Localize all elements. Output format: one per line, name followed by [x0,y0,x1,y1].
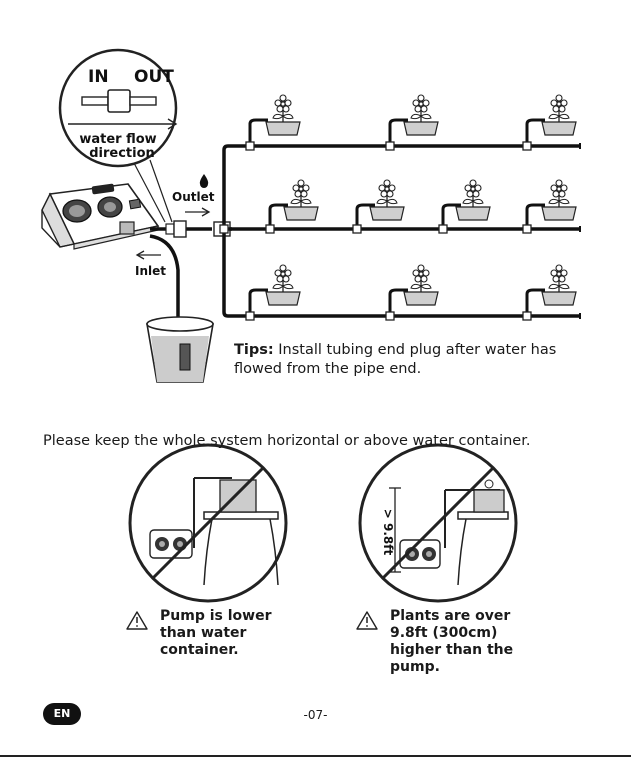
tips-body: Install tubing end plug after water has … [234,342,556,377]
in-label: IN [88,67,109,87]
water-drop-icon [200,174,208,188]
flow-label-2: direction [89,146,155,161]
warning-triangle-icon [127,612,147,629]
horizontal-note: Please keep the whole system horizontal … [43,433,530,449]
tips-text: Tips: Install tubing end plug after wate… [234,341,594,379]
warning-plants-higher: Plants are over 9.8ft (300cm) higher tha… [390,608,530,676]
tips-label: Tips: [234,342,274,358]
page-number: -07- [0,708,631,722]
warning-triangle-icon [357,612,377,629]
flow-label-1: water flow [79,132,156,147]
warning-illustration-1 [150,478,278,585]
out-label: OUT [134,67,174,87]
inlet-label: Inlet [135,264,166,278]
warning-illustration-2 [389,480,508,585]
warning-pump-lower: Pump is lower than water container. [160,608,300,659]
height-label: > 9.8ft [381,509,395,556]
outlet-label: Outlet [172,190,215,204]
